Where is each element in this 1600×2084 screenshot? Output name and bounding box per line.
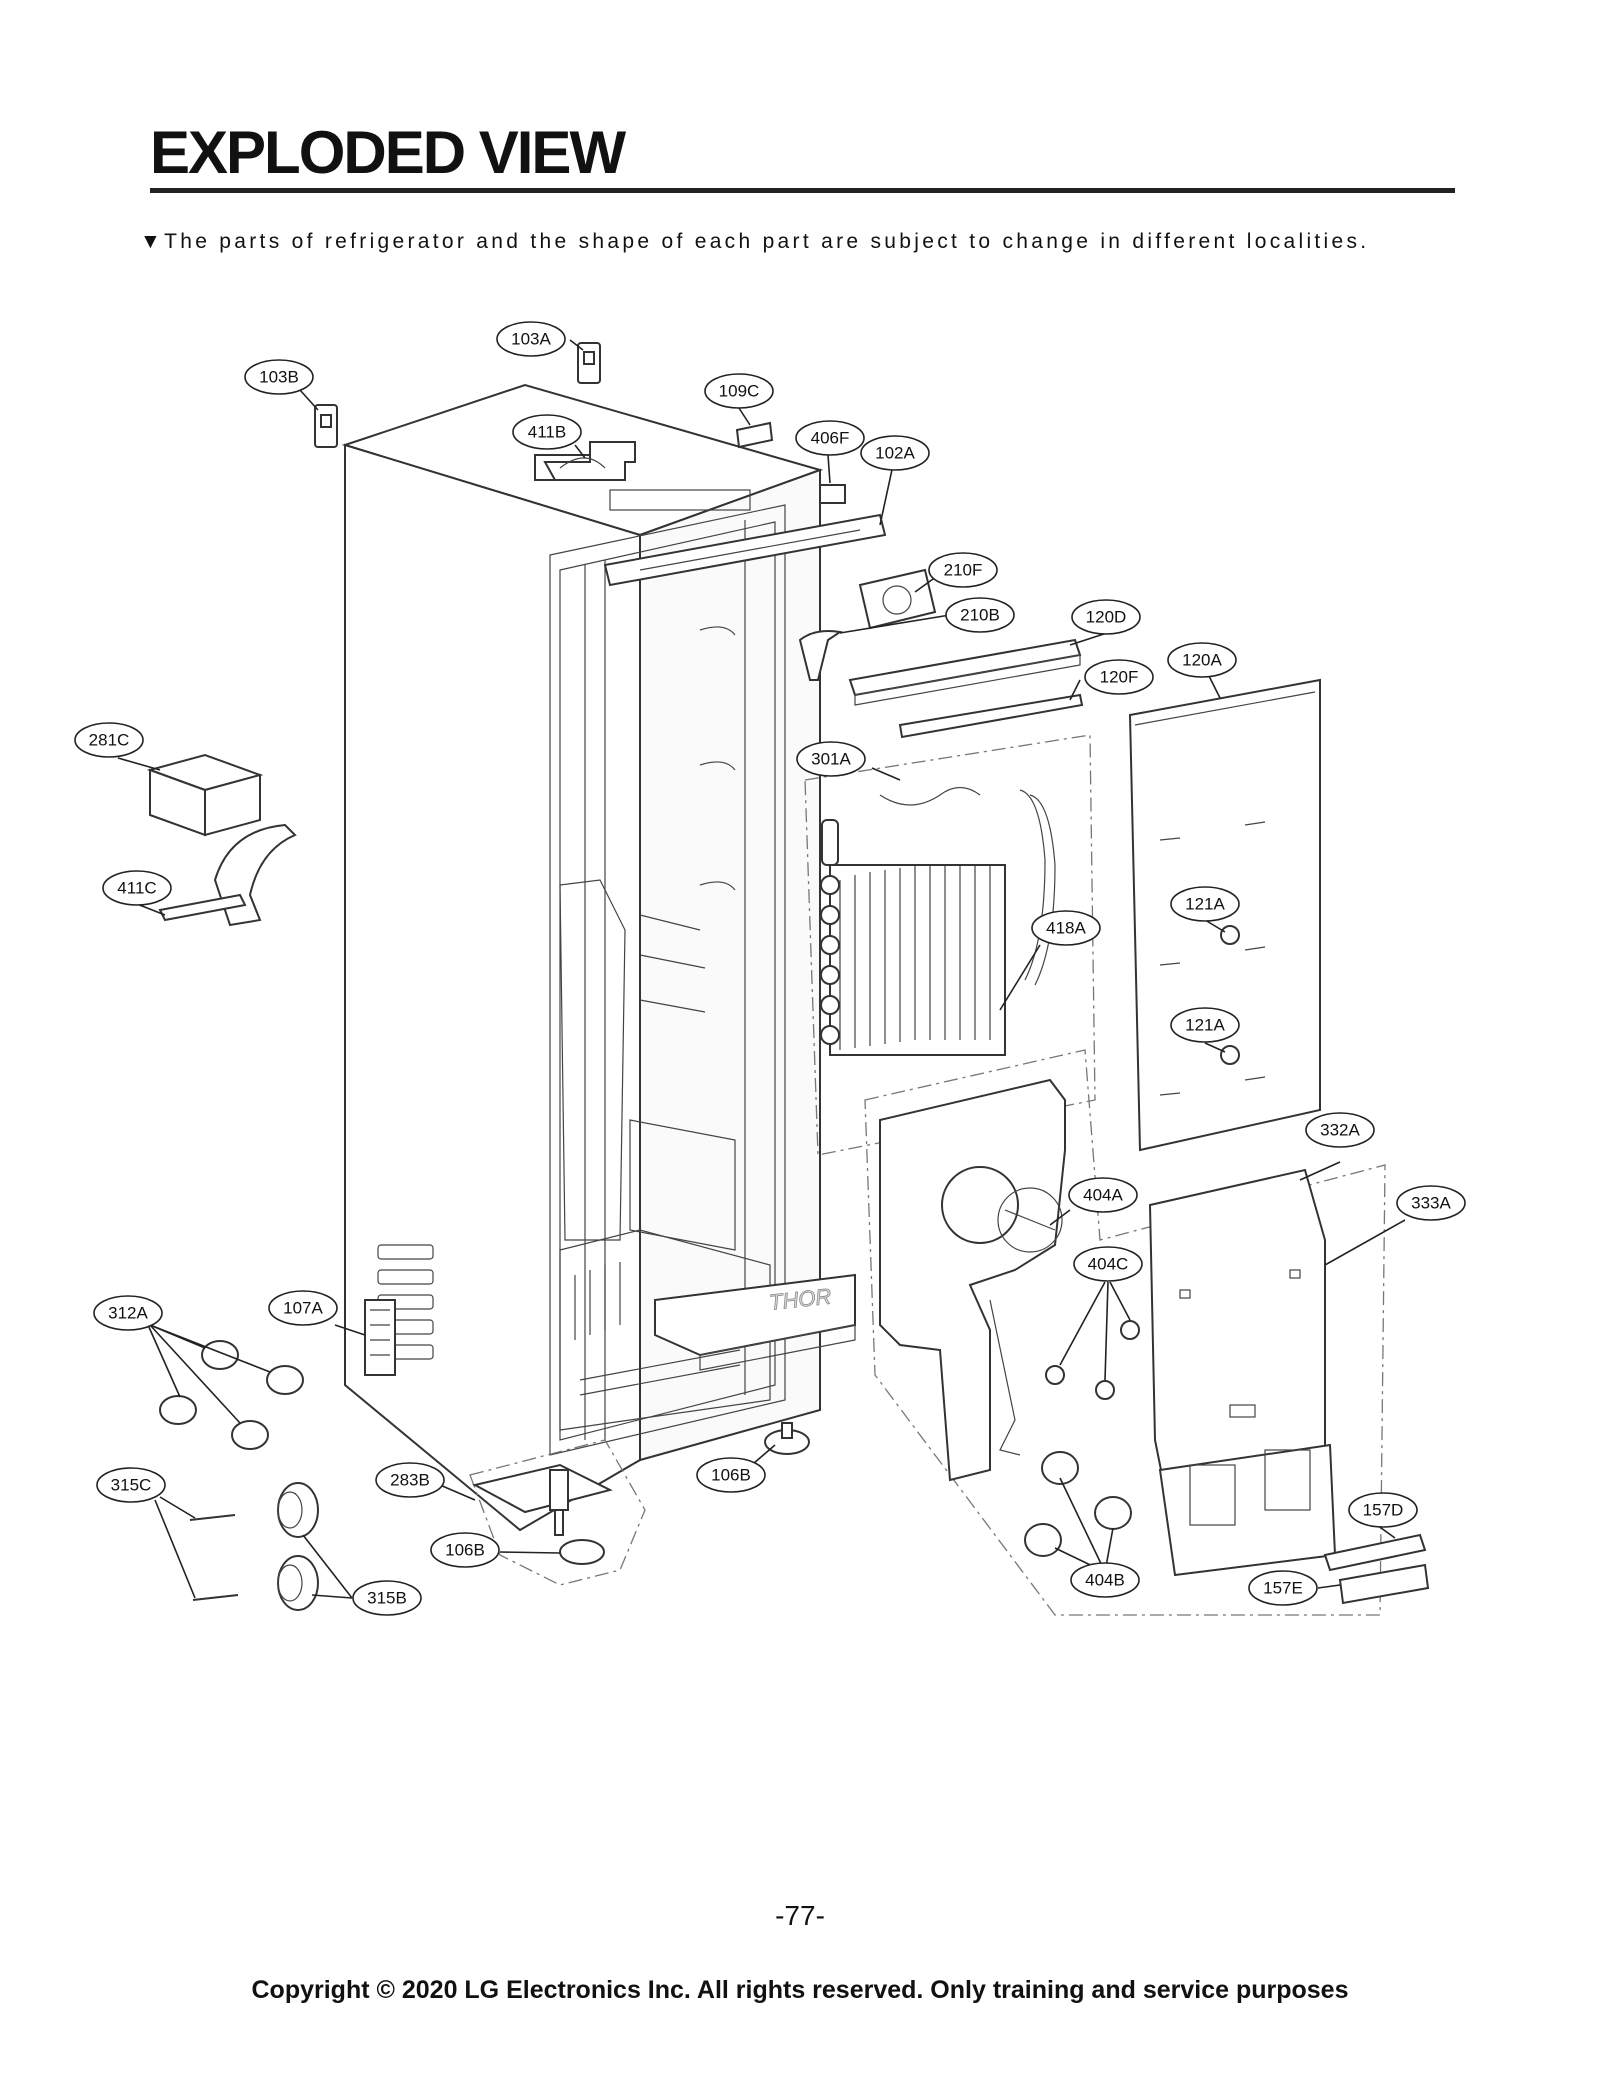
callout-333A-label: 333A — [1411, 1194, 1451, 1213]
part-411C — [158, 823, 297, 927]
callout-315C-label: 315C — [111, 1476, 152, 1495]
grommets-404C — [1045, 1320, 1140, 1400]
callout-332A-label: 332A — [1320, 1121, 1360, 1140]
part-120F — [898, 693, 1084, 739]
part-157E — [1338, 1563, 1430, 1605]
callout-106B-upper: 106B — [696, 1457, 766, 1493]
dampers-312A — [159, 1340, 304, 1450]
pins-315C — [189, 1514, 239, 1601]
part-411B — [543, 441, 636, 481]
title-rule — [150, 188, 1455, 193]
callout-120F: 120F — [1084, 659, 1154, 695]
callout-106B-lower: 106B — [430, 1532, 500, 1568]
callout-103B: 103B — [244, 359, 314, 395]
part-109C — [735, 421, 774, 449]
callout-121A-lower: 121A — [1170, 1007, 1240, 1043]
leveler-106B-large — [764, 1422, 810, 1455]
leveler-106B-small — [559, 1539, 605, 1565]
copyright-notice: Copyright © 2020 LG Electronics Inc. All… — [251, 1976, 1349, 2004]
callout-106B-lower-label: 106B — [445, 1541, 485, 1560]
callout-102A-label: 102A — [875, 444, 915, 463]
callout-109C-label: 109C — [719, 382, 760, 401]
callout-411B: 411B — [512, 414, 582, 450]
callout-121A-upper: 121A — [1170, 886, 1240, 922]
callout-283B-label: 283B — [390, 1471, 430, 1490]
callout-404C: 404C — [1073, 1246, 1143, 1282]
part-157D — [1323, 1533, 1427, 1572]
callout-301A-label: 301A — [811, 750, 851, 769]
callout-315B-label: 315B — [367, 1589, 407, 1608]
callout-315B: 315B — [352, 1580, 422, 1616]
callout-315C: 315C — [96, 1467, 166, 1503]
callout-210F: 210F — [928, 552, 998, 588]
page-number: -77- — [775, 1900, 825, 1931]
callout-157D: 157D — [1348, 1492, 1418, 1528]
callout-404B-label: 404B — [1085, 1571, 1125, 1590]
rollers-315B — [277, 1482, 319, 1611]
bracket-283B — [469, 1439, 646, 1586]
callout-406F: 406F — [795, 420, 865, 456]
callout-120A: 120A — [1167, 642, 1237, 678]
callout-121A-upper-label: 121A — [1185, 895, 1225, 914]
thor-tray: THOR — [654, 1273, 856, 1371]
callout-109C: 109C — [704, 373, 774, 409]
callout-210B-label: 210B — [960, 606, 1000, 625]
callout-157D-label: 157D — [1363, 1501, 1404, 1520]
callout-301A: 301A — [796, 741, 866, 777]
cabinet — [341, 383, 887, 1532]
callout-103A-label: 103A — [511, 330, 551, 349]
callout-120D: 120D — [1071, 599, 1141, 635]
page-title: EXPLODED VIEW — [150, 119, 626, 186]
callout-332A: 332A — [1305, 1112, 1375, 1148]
callout-103A: 103A — [496, 321, 566, 357]
callout-210B: 210B — [945, 597, 1015, 633]
callout-107A-label: 107A — [283, 1299, 323, 1318]
callout-120A-label: 120A — [1182, 651, 1222, 670]
callout-120D-label: 120D — [1086, 608, 1127, 627]
callout-312A: 312A — [93, 1295, 163, 1331]
part-120D — [848, 638, 1082, 706]
callout-404C-label: 404C — [1088, 1255, 1129, 1274]
part-210F — [858, 568, 937, 630]
callout-406F-label: 406F — [811, 429, 850, 448]
cover-333A — [1148, 1168, 1337, 1577]
part-210B — [798, 630, 843, 681]
exploded-view-diagram: THOR — [74, 321, 1466, 1616]
callout-411C-label: 411C — [117, 879, 156, 898]
callout-120F-label: 120F — [1100, 668, 1139, 687]
callout-107A: 107A — [268, 1290, 338, 1326]
callout-404B: 404B — [1070, 1562, 1140, 1598]
callout-281C: 281C — [74, 722, 144, 758]
callout-157E: 157E — [1248, 1570, 1318, 1606]
callout-106B-upper-label: 106B — [711, 1466, 751, 1485]
callout-121A-lower-label: 121A — [1185, 1016, 1225, 1035]
callout-411B-label: 411B — [528, 423, 566, 442]
hinge-103B — [314, 404, 338, 448]
evaporator — [804, 734, 1096, 1156]
callout-102A: 102A — [860, 435, 930, 471]
callout-411C: 411C — [102, 870, 172, 906]
callout-404A: 404A — [1068, 1177, 1138, 1213]
callout-281C-label: 281C — [89, 731, 130, 750]
part-406F — [819, 484, 846, 504]
part-281C — [146, 753, 264, 837]
callout-404A-label: 404A — [1083, 1186, 1123, 1205]
callout-333A: 333A — [1396, 1185, 1466, 1221]
callout-418A-label: 418A — [1046, 919, 1086, 938]
leader-lines — [117, 339, 1406, 1599]
notice-text: ▼The parts of refrigerator and the shape… — [140, 230, 1370, 253]
hinge-103A — [577, 342, 601, 384]
callout-157E-label: 157E — [1263, 1579, 1303, 1598]
fan-shroud — [864, 1049, 1386, 1616]
callout-312A-label: 312A — [108, 1304, 148, 1323]
callout-418A: 418A — [1031, 910, 1101, 946]
callout-283B: 283B — [375, 1462, 445, 1498]
callout-103B-label: 103B — [259, 368, 299, 387]
thor-embossed-label: THOR — [768, 1284, 833, 1315]
mounts-404B — [1024, 1451, 1132, 1557]
callout-210F-label: 210F — [944, 561, 983, 580]
